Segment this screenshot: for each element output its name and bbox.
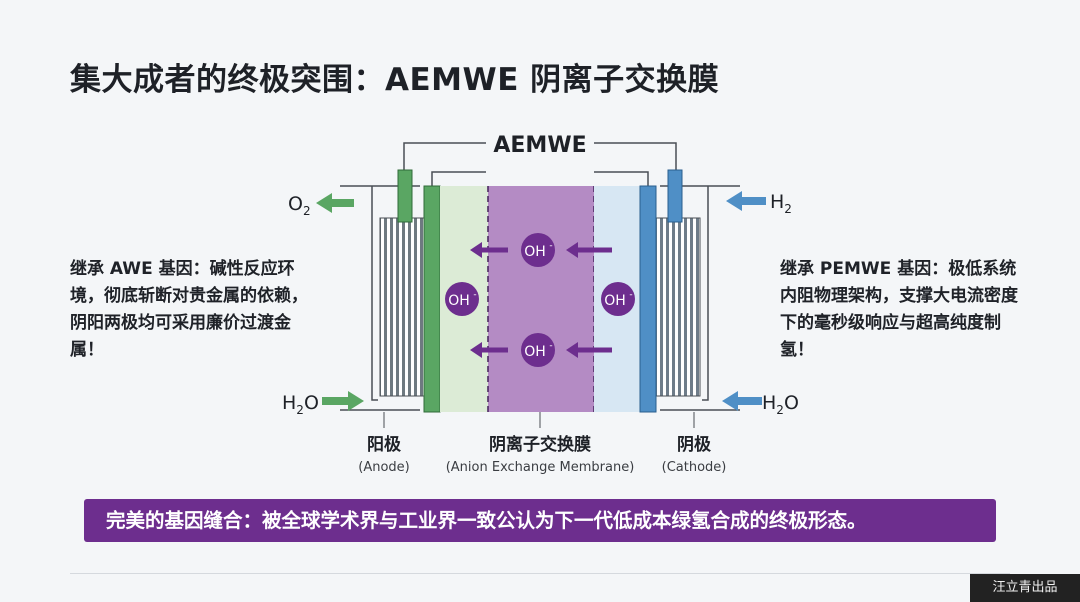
cathode-label-en: (Cathode) <box>662 460 727 475</box>
membrane-label-en: (Anion Exchange Membrane) <box>446 460 635 475</box>
ion-arrows <box>470 242 612 358</box>
author-watermark: 汪立青出品 <box>970 574 1080 602</box>
oh-ion-4: OH - <box>601 282 635 316</box>
svg-text:-: - <box>549 241 552 251</box>
h2-label: H2 <box>770 191 792 216</box>
pemwe-gene-text: 继承 PEMWE 基因：极低系统内阻物理架构，支撑大电流密度下的毫秒级响应与超高… <box>780 259 1018 360</box>
cathode-plate <box>639 185 657 413</box>
conclusion-banner: 完美的基因缝合：被全球学术界与工业界一致公认为下一代低成本绿氢合成的终极形态。 <box>84 499 996 542</box>
h2o-anode-inlet-arrow <box>322 391 364 411</box>
svg-text:-: - <box>629 290 632 300</box>
membrane <box>488 186 594 412</box>
awe-gene-text: 继承 AWE 基因：碱性反应环境，彻底斩断对贵金属的依赖，阴阳两极均可采用廉价过… <box>70 259 308 360</box>
o2-outlet-arrow <box>316 193 354 213</box>
anode-port <box>397 169 413 223</box>
cathode-label: 阴极 <box>677 435 711 455</box>
footer-divider <box>70 573 1010 574</box>
h2-outlet-arrow <box>726 191 766 211</box>
cathode-porous-layer <box>655 217 701 397</box>
outer-frame-lines <box>340 185 740 411</box>
anode-label: 阳极 <box>367 435 401 455</box>
h2o-anode-label: H2O <box>282 392 319 417</box>
aemwe-cell-diagram: AEMWE OH - OH - OH - <box>282 133 799 475</box>
page-title: 集大成者的终极突围：AEMWE 阴离子交换膜 <box>70 62 720 98</box>
svg-text:-: - <box>549 341 552 351</box>
svg-text:OH: OH <box>448 293 470 309</box>
membrane-label: 阴离子交换膜 <box>489 434 591 455</box>
aemwe-label: AEMWE <box>493 133 586 158</box>
svg-text:OH: OH <box>604 293 626 309</box>
h2o-cathode-label: H2O <box>762 392 799 417</box>
oh-ion-2: OH - <box>521 333 555 367</box>
svg-text:OH: OH <box>524 244 546 260</box>
h2o-cathode-inlet-arrow <box>722 391 762 411</box>
aemwe-bracket <box>403 142 677 186</box>
oh-ion-3: OH - <box>445 282 479 316</box>
oh-ion-1: OH - <box>521 233 555 267</box>
svg-text:OH: OH <box>524 344 546 360</box>
svg-text:-: - <box>473 290 476 300</box>
anode-plate <box>423 185 441 413</box>
cathode-port <box>667 169 683 223</box>
anode-porous-layer <box>379 217 425 397</box>
o2-label: O2 <box>288 193 311 218</box>
anode-label-en: (Anode) <box>358 460 409 475</box>
